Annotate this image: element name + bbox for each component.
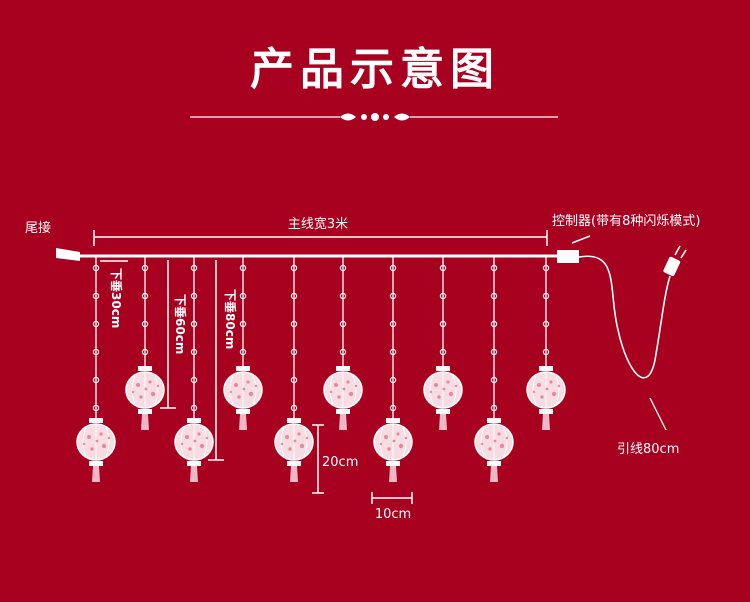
led-bead [542, 264, 550, 272]
led-bead [290, 348, 298, 356]
led-bead [439, 348, 447, 356]
lantern [323, 365, 363, 431]
lantern [274, 417, 314, 483]
drop-60-label: 下垂60cm [173, 294, 188, 354]
led-bead [290, 320, 298, 328]
led-bead [190, 348, 198, 356]
led-bead [190, 292, 198, 300]
led-bead [141, 348, 149, 356]
led-bead [389, 404, 397, 412]
lantern [174, 417, 214, 483]
led-bead [490, 292, 498, 300]
led-bead [542, 348, 550, 356]
led-bead [339, 292, 347, 300]
title-ornament [190, 113, 558, 121]
plug-prong [674, 245, 681, 256]
led-bead [239, 264, 247, 272]
led-bead [141, 292, 149, 300]
plug-prong [680, 249, 687, 259]
led-bead [339, 320, 347, 328]
led-bead [290, 264, 298, 272]
led-bead [92, 292, 100, 300]
led-bead [92, 376, 100, 384]
led-bead [92, 320, 100, 328]
lantern [76, 417, 116, 483]
led-bead [92, 264, 100, 272]
led-bead [490, 376, 498, 384]
lead-pointer [649, 397, 667, 431]
led-bead [490, 404, 498, 412]
page-title: 产品示意图 [250, 44, 500, 95]
led-bead [92, 348, 100, 356]
controller-box [557, 250, 579, 263]
main-line-label: 主线宽3米 [288, 216, 348, 232]
led-bead [141, 320, 149, 328]
led-bead [141, 264, 149, 272]
lantern [526, 365, 566, 431]
lantern-width-label: 10cm [375, 507, 411, 522]
led-bead [389, 264, 397, 272]
lantern [373, 417, 413, 483]
lantern-height-label: 20cm [322, 455, 358, 470]
lead-wire [578, 255, 671, 379]
lantern [125, 365, 165, 431]
led-bead [389, 292, 397, 300]
plug-body [663, 256, 681, 277]
led-bead [490, 320, 498, 328]
tail-label: 尾接 [25, 220, 51, 236]
drop-80-label: 下垂80cm [223, 289, 238, 349]
led-bead [439, 320, 447, 328]
led-bead [389, 348, 397, 356]
led-bead [389, 376, 397, 384]
controller-label: 控制器(带有8种闪烁模式) [552, 214, 700, 229]
led-bead [239, 292, 247, 300]
led-bead [339, 348, 347, 356]
led-bead [389, 320, 397, 328]
lantern [423, 365, 463, 431]
led-bead [490, 264, 498, 272]
drop-30-label: 下垂30cm [109, 268, 124, 328]
tail-connector [56, 248, 80, 261]
led-bead [190, 404, 198, 412]
led-bead [190, 376, 198, 384]
led-bead [542, 292, 550, 300]
controller-pointer [571, 235, 591, 244]
led-bead [190, 320, 198, 328]
lantern [223, 365, 263, 431]
led-bead [339, 264, 347, 272]
lantern [474, 417, 514, 483]
lead-wire-label: 引线80cm [617, 442, 679, 457]
led-bead [439, 292, 447, 300]
led-bead [290, 404, 298, 412]
led-bead [290, 292, 298, 300]
led-bead [490, 348, 498, 356]
led-bead [439, 264, 447, 272]
led-bead [239, 320, 247, 328]
led-bead [239, 348, 247, 356]
led-bead [542, 320, 550, 328]
led-bead [92, 404, 100, 412]
led-bead [190, 264, 198, 272]
led-bead [290, 376, 298, 384]
